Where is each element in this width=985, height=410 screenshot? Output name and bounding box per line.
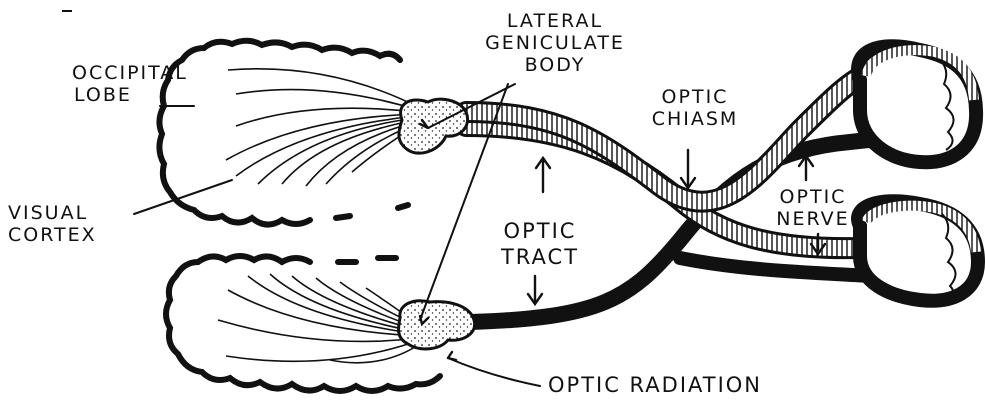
upper-lobe-end-mark (336, 205, 408, 218)
label-occipital-line-1: OCCIPITAL (72, 62, 188, 84)
label-optic-radiation: OPTIC RADIATION (548, 374, 762, 396)
lower-lobe-start-mark (338, 258, 396, 262)
label-radiation: OPTIC RADIATION (548, 373, 762, 397)
label-optic-tract: OPTIC TRACT (488, 218, 592, 270)
label-nerve-line-2: NERVE (758, 208, 868, 230)
label-occipital-lobe: OCCIPITAL LOBE (72, 62, 188, 106)
label-optic-nerve: OPTIC NERVE (758, 186, 868, 230)
label-tract-line-1: OPTIC (488, 218, 592, 244)
label-chiasm-line-2: CHIASM (640, 108, 750, 130)
label-occipital-line-2: LOBE (72, 84, 188, 106)
label-lgb-line-3: BODY (470, 54, 640, 76)
label-tract-line-2: TRACT (488, 244, 592, 270)
upper-optic-radiation-fibers (226, 69, 420, 186)
label-lateral-geniculate-body: LATERAL GENICULATE BODY (470, 10, 640, 76)
label-lgb-line-2: GENICULATE (470, 32, 640, 54)
label-cortex-line-2: CORTEX (8, 224, 97, 246)
label-cortex-line-1: VISUAL (8, 202, 97, 224)
lower-eye (858, 201, 978, 301)
label-nerve-line-1: OPTIC (758, 186, 868, 208)
label-lgb-line-1: LATERAL (470, 10, 640, 32)
lower-optic-radiation-fibers (218, 274, 420, 363)
upper-eye (858, 46, 976, 162)
lower-lateral-geniculate-body (398, 301, 474, 349)
label-chiasm-line-1: OPTIC (640, 86, 750, 108)
optic-radiation-leader (448, 358, 540, 386)
lower-optic-nerve-black (680, 258, 870, 276)
label-optic-chiasm: OPTIC CHIASM (640, 86, 750, 130)
label-visual-cortex: VISUAL CORTEX (8, 202, 97, 246)
